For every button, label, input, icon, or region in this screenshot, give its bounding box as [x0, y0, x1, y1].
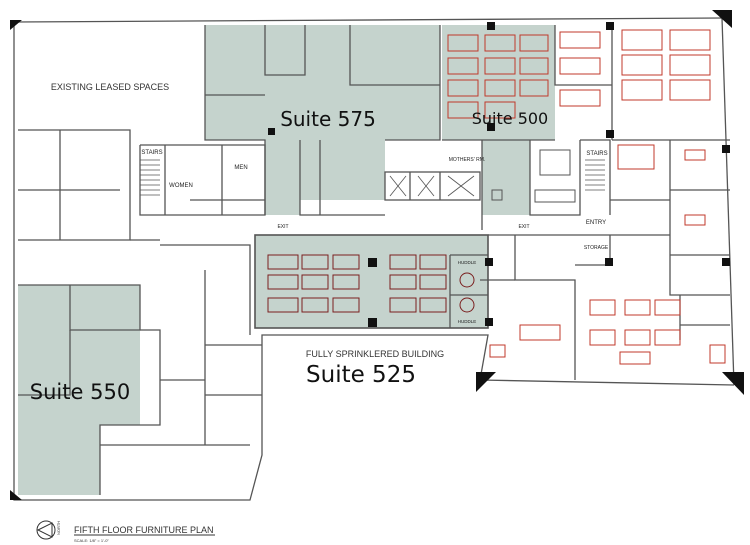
furniture-suite-525: [267, 254, 475, 313]
women-restroom-label: WOMEN: [169, 183, 193, 189]
elevator-symbols: [389, 175, 475, 197]
plan-scale: SCALE: 1/8" = 1'-0": [74, 538, 109, 543]
stairs-right-symbol: [585, 159, 605, 191]
exit-left-label: EXIT: [277, 224, 288, 230]
plan-title: FIFTH FLOOR FURNITURE PLAN: [74, 525, 214, 535]
stairs-left-symbol: [140, 159, 160, 196]
suite-575-area[interactable]: [205, 25, 440, 215]
suite-550-area[interactable]: [18, 285, 140, 495]
stairs-left-label: STAIRS: [141, 150, 162, 156]
huddle-bottom-label: HUDDLE: [458, 319, 477, 324]
walls: [13, 17, 735, 501]
suite-575-label: Suite 575: [280, 107, 376, 131]
suite-550-label: Suite 550: [30, 380, 130, 404]
suite-525-label: Suite 525: [306, 362, 416, 388]
storage-label: STORAGE: [584, 245, 609, 251]
existing-leased-label: EXISTING LEASED SPACES: [51, 82, 169, 92]
stairs-right-label: STAIRS: [586, 151, 607, 157]
north-arrow-icon: [36, 520, 56, 540]
furniture-suite-500: [447, 34, 549, 119]
corner-markers: [10, 10, 744, 500]
men-restroom-label: MEN: [234, 165, 247, 171]
suite-500-area[interactable]: [442, 25, 555, 215]
north-label: NORTH: [56, 521, 61, 535]
columns: [268, 22, 730, 327]
entry-label: ENTRY: [586, 220, 606, 226]
suite-500-label: Suite 500: [472, 109, 548, 128]
furniture-mothers-room: [491, 149, 576, 203]
mothers-room-label: MOTHERS' RM.: [449, 157, 486, 163]
suite-525-area[interactable]: [255, 235, 488, 328]
furniture-east-suite: [489, 29, 726, 365]
huddle-top-label: HUDDLE: [458, 260, 477, 265]
exit-right-label: EXIT: [518, 224, 529, 230]
sprinklered-note: FULLY SPRINKLERED BUILDING: [306, 349, 444, 359]
